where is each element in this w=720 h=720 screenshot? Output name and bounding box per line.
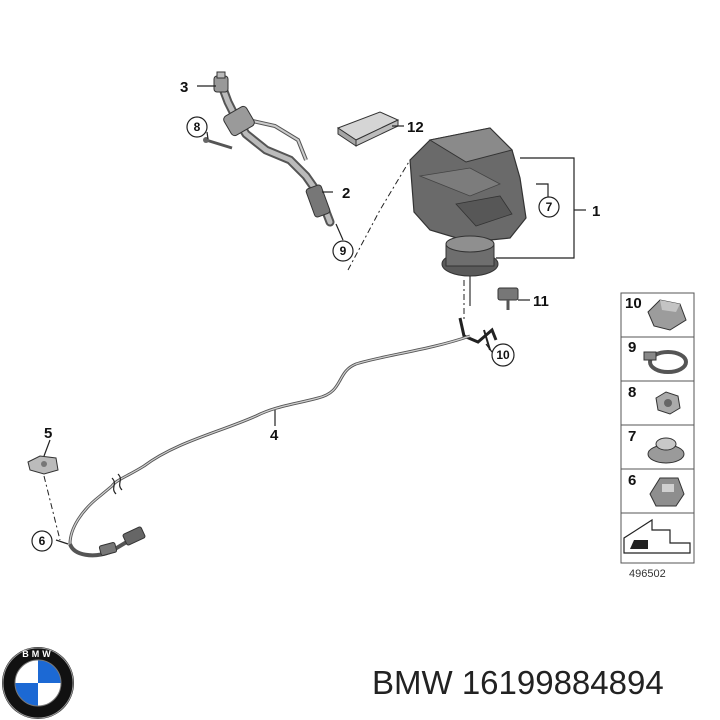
callout-10-circle: 10 <box>491 343 515 367</box>
legend-grommet-icon <box>647 437 685 464</box>
callout-8-circle: 8 <box>186 116 208 138</box>
legend-item-7-label: 7 <box>628 428 636 445</box>
callout-2: 2 <box>342 185 350 202</box>
callout-6-circle: 6 <box>31 530 53 552</box>
diagram-reference-number: 496502 <box>629 568 666 580</box>
callout-3: 3 <box>180 79 188 96</box>
legend-nut-icon <box>655 391 681 415</box>
callout-9-circle: 9 <box>332 240 354 262</box>
bmw-logo-text: BMW <box>22 649 54 659</box>
callout-6: 6 <box>39 534 46 548</box>
legend-item-9-label: 9 <box>628 339 636 356</box>
callout-11: 11 <box>533 293 549 310</box>
bmw-logo: BMW <box>2 647 74 719</box>
legend-bracket-icon <box>647 299 687 331</box>
sensor <box>497 287 519 310</box>
bracket <box>458 317 498 351</box>
callout-1: 1 <box>592 203 600 220</box>
callout-10: 10 <box>496 348 510 362</box>
legend-item-8-label: 8 <box>628 384 636 401</box>
parts-legend: 10 9 8 7 6 <box>620 292 695 564</box>
tank <box>409 127 527 306</box>
callout-9: 9 <box>340 244 347 258</box>
callout-12: 12 <box>407 119 424 136</box>
callout-7: 7 <box>546 200 553 214</box>
legend-item-6-label: 6 <box>628 472 636 489</box>
part-number-caption: BMW 16199884894 <box>372 664 664 701</box>
legend-hose-clamp-icon <box>643 350 688 374</box>
line-4 <box>68 334 471 558</box>
legend-clip-icon <box>649 477 685 507</box>
filler-cap <box>213 71 229 93</box>
filler-pipe <box>217 81 335 227</box>
legend-arrow-icon <box>623 518 691 554</box>
callout-8: 8 <box>194 120 201 134</box>
callout-5: 5 <box>44 425 52 442</box>
control-unit <box>336 111 400 147</box>
callout-4: 4 <box>270 427 279 444</box>
clip-5 <box>27 455 59 475</box>
legend-item-10-label: 10 <box>625 295 642 312</box>
callout-7-circle: 7 <box>538 196 560 218</box>
leader-lines <box>43 85 586 545</box>
